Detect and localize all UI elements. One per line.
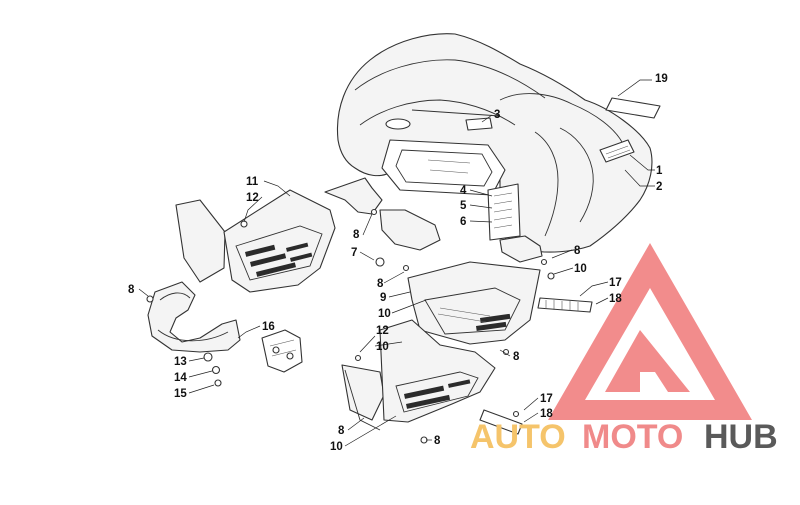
callout-5: 5 — [460, 200, 467, 212]
callout-9: 9 — [380, 292, 386, 304]
callout-18-lower: 18 — [540, 408, 553, 420]
callout-8-lower-right: 8 — [513, 351, 520, 363]
callout-8-lower-left: 8 — [338, 425, 345, 437]
callout-17-lower: 17 — [540, 393, 553, 405]
callouts: 19 1 2 3 4 5 6 11 12 8 7 8 8 9 10 8 10 1… — [128, 73, 668, 453]
callout-4: 4 — [460, 185, 467, 197]
callout-12-lower: 12 — [376, 325, 389, 337]
callout-17-upper: 17 — [609, 277, 622, 289]
callout-7: 7 — [351, 247, 357, 259]
callout-8-mid: 8 — [377, 278, 384, 290]
callout-6: 6 — [460, 216, 466, 228]
callout-11: 11 — [246, 176, 259, 188]
decal-19 — [605, 97, 661, 119]
right-footwell — [341, 319, 496, 431]
watermark-text: AUTO MOTO HUB — [470, 418, 778, 456]
leader-lines — [138, 79, 655, 447]
callout-12-upper: 12 — [246, 192, 259, 204]
step-plate-upper — [537, 297, 593, 313]
callout-10-mid: 10 — [378, 308, 391, 320]
left-footwell — [175, 189, 336, 293]
callout-13: 13 — [174, 356, 187, 368]
callout-10-right: 10 — [574, 263, 587, 275]
callout-8-bottom: 8 — [434, 435, 441, 447]
callout-8-right: 8 — [574, 245, 581, 257]
callout-19: 19 — [655, 73, 668, 85]
watermark-moto: MOTO — [582, 418, 683, 456]
callout-1: 1 — [656, 165, 663, 177]
callout-8-left-upper: 8 — [353, 229, 360, 241]
watermark-hub: HUB — [704, 418, 778, 456]
watermark-logo — [548, 243, 752, 420]
callout-3: 3 — [494, 109, 500, 121]
callout-15: 15 — [174, 388, 187, 400]
rear-fender-body — [324, 33, 653, 263]
callout-16: 16 — [262, 321, 275, 333]
callout-8-left: 8 — [128, 284, 135, 296]
callout-18-upper: 18 — [609, 293, 622, 305]
step-plate-lower — [479, 409, 523, 435]
mud-flap — [147, 281, 241, 353]
callout-14: 14 — [174, 372, 187, 384]
bracket-16 — [261, 329, 303, 373]
hardware-13-15 — [146, 208, 555, 444]
callout-10-lower: 10 — [330, 441, 343, 453]
watermark-auto: AUTO — [470, 418, 566, 456]
callout-2: 2 — [656, 181, 662, 193]
right-floor-panel — [407, 261, 541, 345]
callout-10-lower-upper: 10 — [376, 341, 389, 353]
